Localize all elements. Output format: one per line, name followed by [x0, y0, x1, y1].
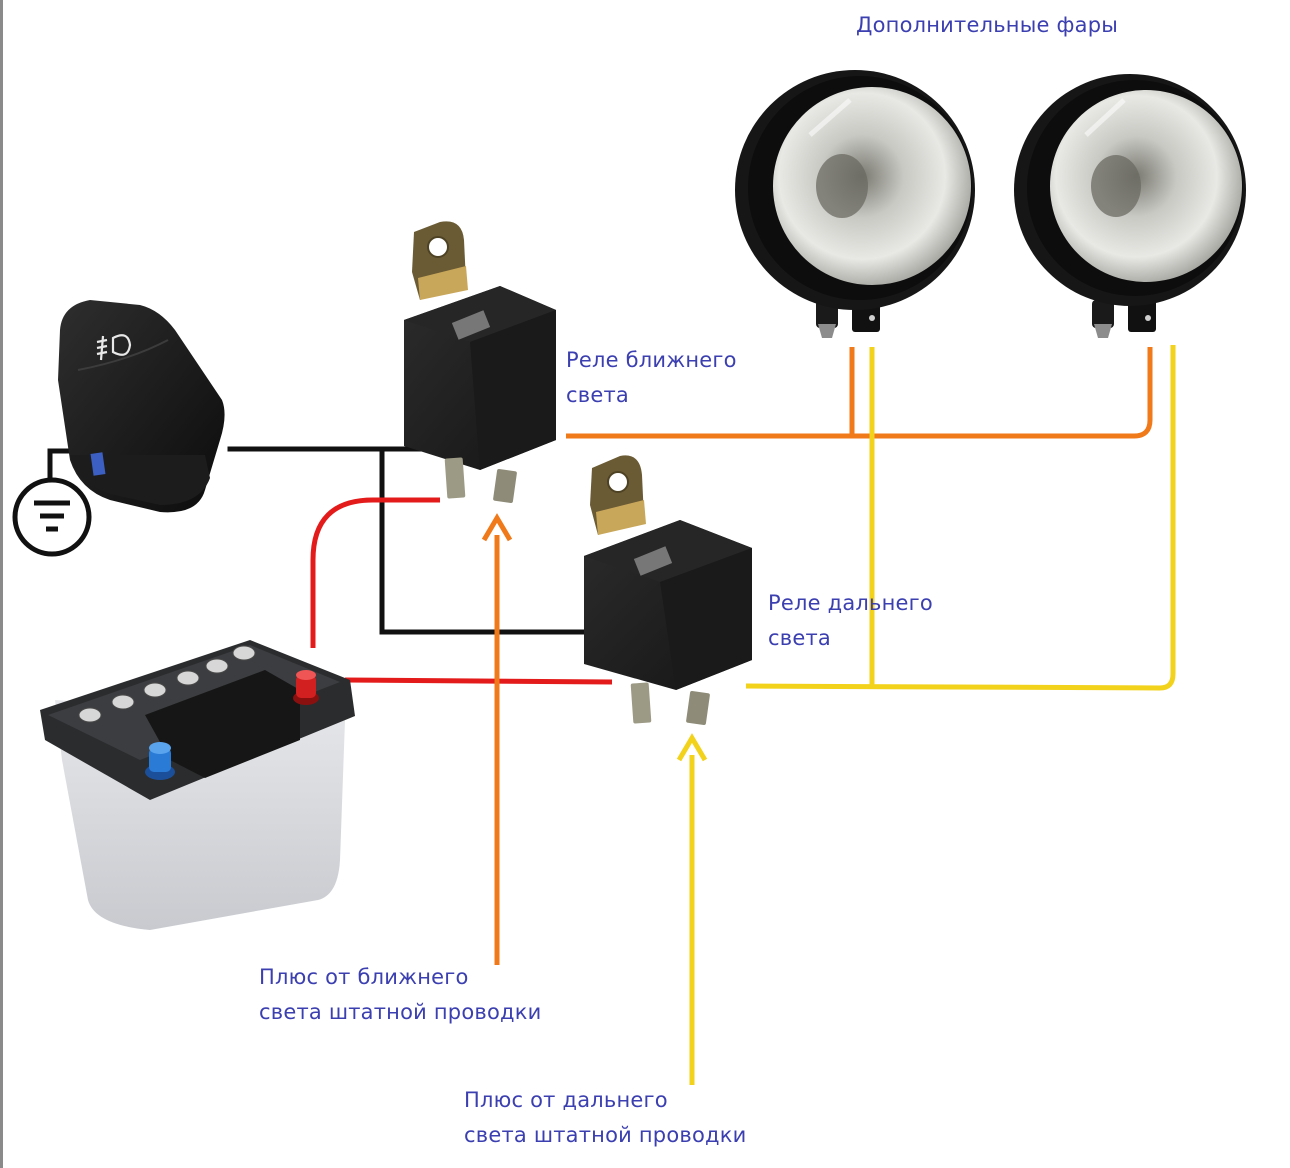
auxiliary-lamps-label: Дополнительные фары — [856, 8, 1118, 43]
fog-light-switch — [58, 300, 225, 513]
low-relay-to-lamps-wire — [566, 347, 1153, 439]
low-beam-relay-label: Реле ближнего света — [566, 343, 737, 413]
low-beam-wires — [481, 347, 1153, 965]
high-beam-source-label-line1: Плюс от дальнего — [464, 1088, 668, 1112]
battery — [40, 640, 355, 930]
low-beam-source-label-line1: Плюс от ближнего — [259, 965, 469, 989]
high-beam-relay — [584, 455, 752, 725]
low-beam-source-label: Плюс от ближнего света штатной проводки — [259, 960, 541, 1030]
high-beam-arrow-head — [676, 733, 708, 762]
low-beam-relay — [404, 221, 556, 503]
switch-to-high-relay-wire — [379, 446, 587, 635]
high-beam-relay-label-line1: Реле дальнего — [768, 591, 933, 615]
auxiliary-lamp-1 — [735, 70, 975, 338]
high-beam-source-label-line2: света штатной проводки — [464, 1123, 747, 1147]
ground-symbol-icon — [12, 477, 92, 557]
low-beam-arrow-head — [481, 513, 513, 542]
image-left-border — [0, 0, 3, 1168]
auxiliary-lamp-2 — [1014, 74, 1246, 338]
high-beam-relay-label: Реле дальнего света — [768, 586, 933, 656]
auxiliary-lamps-label-text: Дополнительные фары — [856, 13, 1119, 37]
low-beam-relay-label-line2: света — [566, 383, 629, 407]
high-relay-to-lamps-wire — [745, 345, 1176, 691]
low-beam-relay-label-line1: Реле ближнего — [566, 348, 737, 372]
low-beam-source-label-line2: света штатной проводки — [259, 1000, 542, 1024]
battery-negative-terminal — [145, 742, 175, 780]
battery-to-low-relay-wire — [310, 497, 440, 648]
high-beam-relay-label-line2: света — [768, 626, 831, 650]
high-beam-wires — [676, 345, 1176, 1085]
battery-positive-terminal — [293, 670, 319, 705]
battery-cell-caps — [78, 645, 256, 723]
high-beam-source-label: Плюс от дальнего света штатной проводки — [464, 1083, 746, 1153]
fog-light-icon — [96, 334, 132, 361]
battery-plus-wires — [310, 497, 613, 685]
battery-to-high-relay-wire — [344, 677, 613, 685]
